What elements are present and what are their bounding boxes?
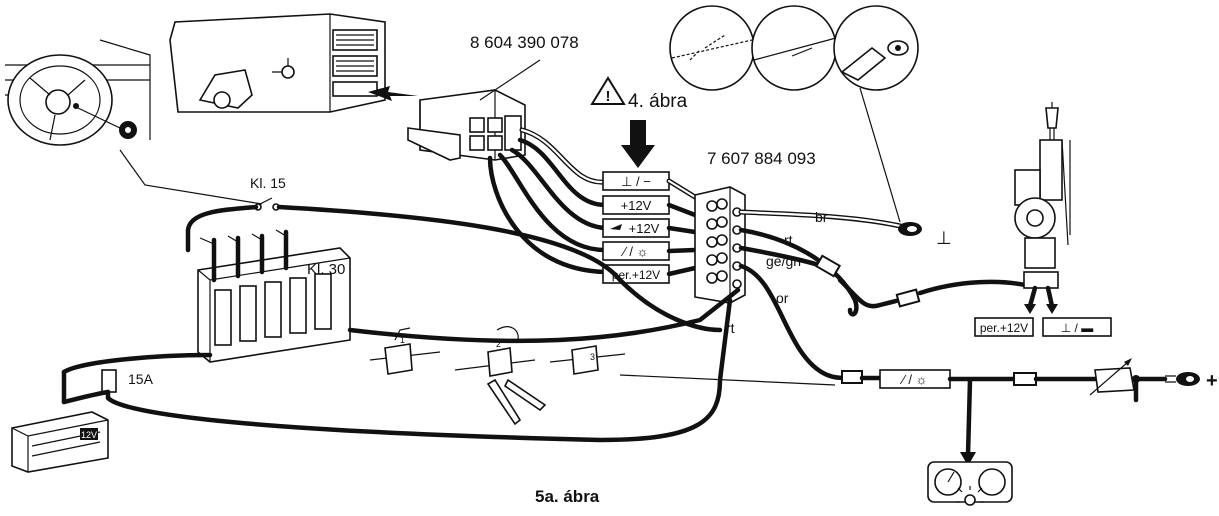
battery-wiring [61,287,741,443]
figure-caption: 5a. ábra [535,487,600,506]
adapter-part-number: 8 604 390 078 [470,33,579,52]
svg-text:!: ! [606,88,611,105]
adapter-leader-line [479,59,541,101]
power-antenna [1014,102,1071,314]
wire-label-or: or [776,290,789,306]
car-radio-unit [169,13,386,113]
wire-label-rt: rt [784,232,793,248]
kl30-label: Kl. 30 [307,261,345,278]
terminal-block [694,186,746,304]
label-to-block-wires [666,178,698,277]
wire-stripping-insets [669,5,919,91]
ground-wire [738,209,922,236]
dimmer-label: ⁄ / ☼ [900,372,928,387]
wire-label-gegn: ge/gn [766,253,801,269]
iso-adapter-block [407,89,526,161]
plus-sign: + [1206,370,1218,392]
switch-key-icon [610,224,622,230]
terminal-label-stack: ⊥ / − +12V +12V ⁄ / ☼ per.+12V [602,171,670,284]
figure-reference: 4. ábra [628,91,688,112]
fuse-label: 15A [128,371,154,387]
terminal-label-switched-12v: +12V [629,221,660,236]
adapter-wires [487,127,608,275]
svg-text:1: 1 [400,335,405,345]
ignition-leader-line [119,149,263,205]
battery: 12V [11,411,109,473]
terminal-label-plus12v: +12V [621,198,652,213]
warning-icon: ! [590,76,626,105]
terminal-label-permanent-12v: per.+12V [612,268,660,282]
wire-label-br: br [815,209,828,225]
down-arrow-icon [621,120,655,168]
terminal-label-ground: ⊥ / − [621,174,651,189]
svg-text:3: 3 [590,352,595,362]
fuse-box [197,229,351,363]
inset-leader-line [859,87,901,223]
ground-symbol: ⊥ [936,228,952,248]
crimp-steps: 1 2 3 [369,326,836,426]
svg-text:2: 2 [496,339,501,349]
antenna-wires [738,227,1028,317]
illumination-wire: ⁄ / ☼ [738,263,1200,466]
battery-voltage-label: 12V [81,430,97,440]
kl15-label: Kl. 15 [250,175,286,191]
terminal-label-illumination: ⁄ / ☼ [621,244,649,259]
antenna-label-permanent: per.+12V [980,321,1028,335]
terminal-part-number: 7 607 884 093 [707,149,816,168]
antenna-label-ground: ⊥ / ▬ [1061,321,1093,335]
instrument-cluster [927,461,1013,506]
antenna-label-boxes: per.+12V ⊥ / ▬ [974,317,1112,337]
wire-label-rt-bottom: rt [726,320,735,336]
steering-wheel-illustration [5,39,151,146]
insert-arrow [368,86,418,101]
